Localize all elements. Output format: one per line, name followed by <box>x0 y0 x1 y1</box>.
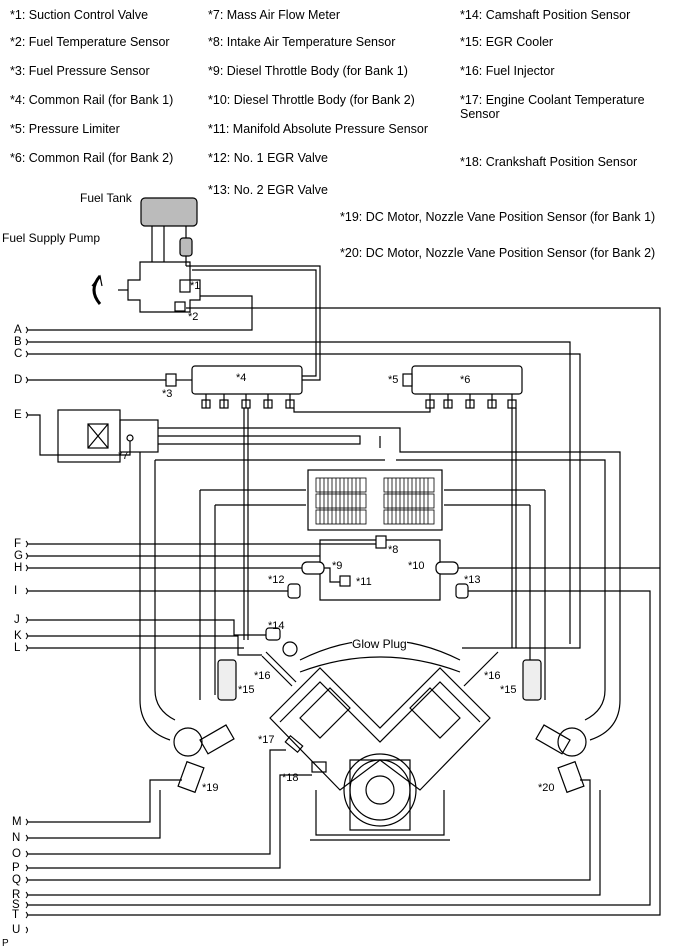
connector-A: A <box>14 324 22 336</box>
legend-item-8: *8: Intake Air Temperature Sensor <box>208 35 396 49</box>
legend-item-3: *3: Fuel Pressure Sensor <box>10 64 150 78</box>
legend-item-15: *15: EGR Cooler <box>460 35 554 49</box>
callout-17: *17 <box>258 734 275 746</box>
legend-item-11: *11: Manifold Absolute Pressure Sensor <box>208 122 429 136</box>
legend-item-12: *12: No. 1 EGR Valve <box>208 151 328 165</box>
fuel-tank <box>140 197 198 227</box>
air-cleaner <box>57 409 121 463</box>
legend-item-2: *2: Fuel Temperature Sensor <box>10 35 170 49</box>
callout-3: *3 <box>162 388 173 400</box>
callout-2: *2 <box>188 311 199 323</box>
connector-S: S <box>12 899 20 911</box>
fuel-supply-pump-label: Fuel Supply Pump <box>2 231 101 245</box>
connector-M: M <box>12 816 22 828</box>
connector-G: G <box>14 550 23 562</box>
connector-K: K <box>14 630 22 642</box>
callout-19: *19 <box>202 782 219 794</box>
legend-item-19: *19: DC Motor, Nozzle Vane Position Sens… <box>340 210 656 224</box>
connector-D: D <box>14 374 23 386</box>
legend-item-9: *9: Diesel Throttle Body (for Bank 1) <box>208 64 408 78</box>
legend-item-7: *7: Mass Air Flow Meter <box>208 8 340 22</box>
legend-item-17: *17: Engine Coolant Temperature Sensor <box>460 93 645 121</box>
connector-B: B <box>14 336 22 348</box>
connector-L: L <box>14 642 21 654</box>
callout-14: *14 <box>268 620 285 632</box>
connector-F: F <box>14 538 22 550</box>
legend-item-1: *1: Suction Control Valve <box>10 8 149 22</box>
callout-7: *7 <box>118 450 129 462</box>
callout-16a: *16 <box>254 670 271 682</box>
connector-H: H <box>14 562 23 574</box>
callout-6: *6 <box>460 374 471 386</box>
connector-Q: Q <box>12 874 21 886</box>
legend-item-6: *6: Common Rail (for Bank 2) <box>10 151 174 165</box>
legend-item-16: *16: Fuel Injector <box>460 64 555 78</box>
callout-15a: *15 <box>238 684 255 696</box>
callout-16b: *16 <box>484 670 501 682</box>
callout-13: *13 <box>464 574 481 586</box>
fuel-tank-label: Fuel Tank <box>80 191 132 205</box>
callout-9: *9 <box>332 560 343 572</box>
callout-18: *18 <box>282 772 299 784</box>
legend-item-10: *10: Diesel Throttle Body (for Bank 2) <box>208 93 415 107</box>
connector-J: J <box>14 614 20 626</box>
connector-R: R <box>12 889 21 901</box>
legend-item-4: *4: Common Rail (for Bank 1) <box>10 93 174 107</box>
glow-plug-label: Glow Plug <box>352 637 407 651</box>
callout-12: *12 <box>268 574 285 586</box>
connector-I: I <box>14 585 18 597</box>
connector-T: T <box>12 909 20 921</box>
legend-item-5: *5: Pressure Limiter <box>10 122 120 136</box>
figure-code: P <box>2 938 9 949</box>
common-rail-bank1 <box>191 365 303 395</box>
connector-O: O <box>12 848 21 860</box>
callout-10: *10 <box>408 560 425 572</box>
callout-20: *20 <box>538 782 555 794</box>
callout-11: *11 <box>356 576 372 588</box>
legend-item-13: *13: No. 2 EGR Valve <box>208 183 328 197</box>
callout-8: *8 <box>388 544 399 556</box>
callout-1: *1 <box>190 280 201 292</box>
connector-E: E <box>14 409 22 421</box>
legend-item-14: *14: Camshaft Position Sensor <box>460 8 631 22</box>
callout-5: *5 <box>388 374 399 386</box>
legend-item-20: *20: DC Motor, Nozzle Vane Position Sens… <box>340 246 656 260</box>
connector-C: C <box>14 348 23 360</box>
callout-4: *4 <box>236 372 247 384</box>
engine-block <box>269 667 491 791</box>
connector-U: U <box>12 924 21 936</box>
connector-N: N <box>12 832 21 844</box>
callout-15b: *15 <box>500 684 517 696</box>
connector-P: P <box>12 862 20 874</box>
legend-item-18: *18: Crankshaft Position Sensor <box>460 155 638 169</box>
